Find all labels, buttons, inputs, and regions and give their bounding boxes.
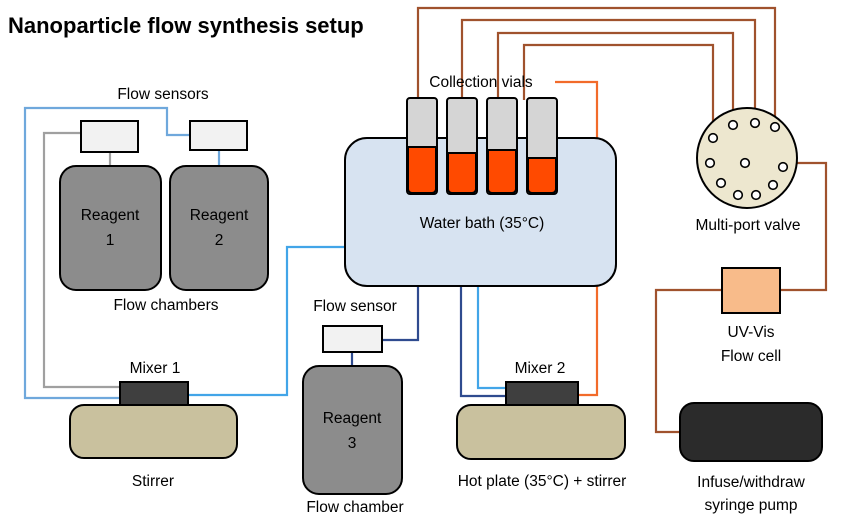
label-hot-plate: Hot plate (35°C) + stirrer bbox=[458, 473, 627, 490]
label-flow-sensors: Flow sensors bbox=[117, 86, 209, 103]
uvvis-flow-cell bbox=[721, 267, 781, 314]
valve-to-vials-tubing bbox=[416, 6, 777, 138]
label-flow-cell: Flow cell bbox=[721, 348, 781, 365]
tube-sensor1-to-mixer1 bbox=[42, 131, 120, 389]
label-multiport-valve: Multi-port valve bbox=[695, 217, 800, 234]
collection-vials bbox=[406, 97, 558, 195]
hot-plate bbox=[456, 404, 626, 460]
label-flow-chamber: Flow chamber bbox=[306, 499, 403, 516]
label-uvvis: UV-Vis bbox=[727, 324, 774, 341]
reagent-chamber-2 bbox=[169, 165, 269, 291]
tube-valve-vial-1 bbox=[416, 6, 777, 127]
flow-sensor-3 bbox=[322, 325, 383, 353]
syringe-pump bbox=[679, 402, 823, 462]
tube-valve-vial-3 bbox=[496, 31, 735, 125]
label-reagent-2-number: 2 bbox=[215, 232, 224, 249]
label-reagent-3-number: 3 bbox=[348, 435, 357, 452]
tube-flowcell-to-pump bbox=[654, 288, 722, 434]
mixer-2 bbox=[505, 381, 579, 406]
page-title: Nanoparticle flow synthesis setup bbox=[8, 13, 364, 38]
vial bbox=[446, 97, 478, 195]
label-stirrer: Stirrer bbox=[132, 473, 174, 490]
reagent-chamber-3 bbox=[302, 365, 403, 495]
vial bbox=[526, 97, 558, 195]
label-flow-chambers: Flow chambers bbox=[113, 297, 218, 314]
vial bbox=[486, 97, 518, 195]
flow-sensor-1 bbox=[80, 120, 139, 153]
label-pump-line2: syringe pump bbox=[704, 497, 797, 514]
label-pump: Infuse/withdraw bbox=[697, 474, 805, 491]
reagent-chamber-1 bbox=[59, 165, 162, 291]
label-reagent-1-number: 1 bbox=[106, 232, 115, 249]
label-reagent-1: Reagent bbox=[81, 207, 140, 224]
tube-sensor2-to-mixer1 bbox=[23, 106, 190, 400]
tube-valve-vial-2 bbox=[460, 18, 757, 123]
tube-valve-vial-4 bbox=[522, 43, 715, 138]
vial bbox=[406, 97, 438, 195]
label-collection-vials: Collection vials bbox=[429, 74, 533, 91]
water-bath bbox=[344, 137, 617, 287]
label-mixer-1: Mixer 1 bbox=[130, 360, 181, 377]
stirrer-plate bbox=[69, 404, 238, 459]
mixer-1 bbox=[119, 381, 189, 406]
label-mixer-2: Mixer 2 bbox=[515, 360, 566, 377]
multiport-valve bbox=[696, 107, 798, 209]
label-reagent-3: Reagent bbox=[323, 410, 382, 427]
flow-sensor-2 bbox=[189, 120, 248, 151]
label-flow-sensor: Flow sensor bbox=[313, 298, 397, 315]
label-water-bath: Water bath (35°C) bbox=[420, 215, 545, 232]
label-reagent-2: Reagent bbox=[190, 207, 249, 224]
